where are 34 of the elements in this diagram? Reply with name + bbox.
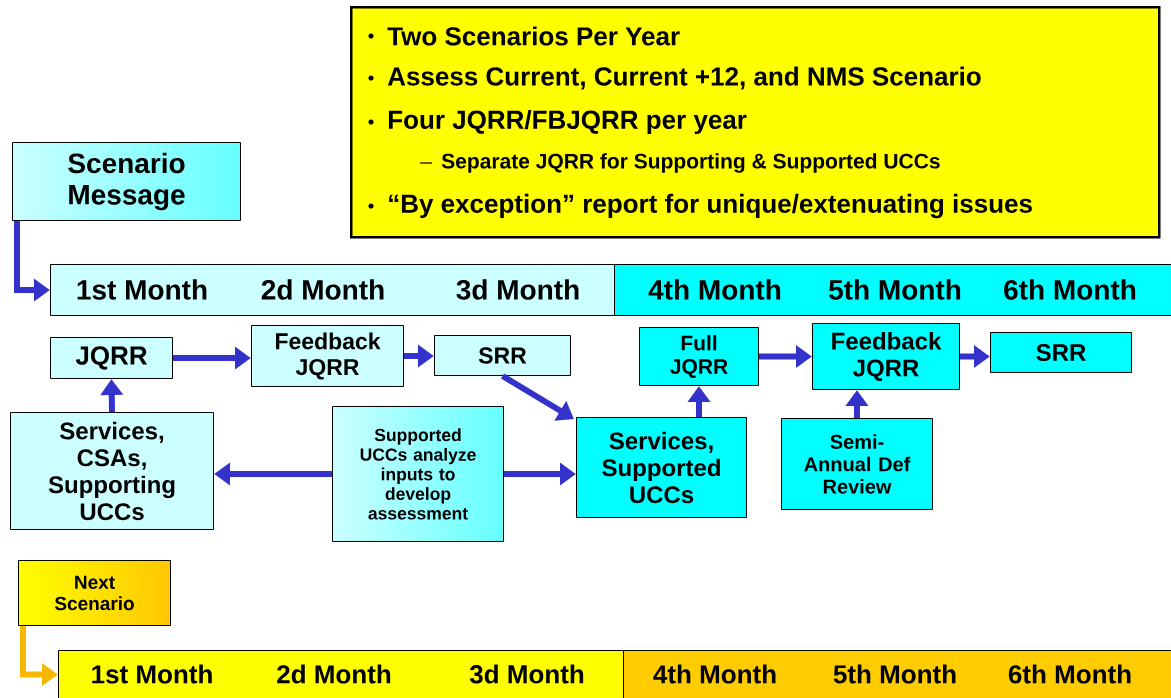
process-box: Supported UCCs analyze inputs to develop assessment [332,406,504,542]
month-band [623,650,1171,698]
process-box: Semi-Annual Def Review [781,418,933,510]
month-band [614,264,1171,316]
month-label: 2d Month [261,279,384,300]
message-box: Next Scenario [18,560,171,626]
month-label: 3d Month [456,279,579,300]
month-label: 6th Month [1004,279,1136,300]
month-label: 3d Month [469,664,584,684]
process-box: JQRR [50,337,173,379]
process-box: Services, Supported UCCs [576,417,747,518]
month-band [58,650,624,698]
list-item: Two Scenarios Per Year [387,26,680,46]
month-label: 5th Month [829,279,961,300]
month-label: 1st Month [77,279,207,300]
list-item: “By exception” report for unique/extenuating issues [389,193,1032,219]
process-box: Full JQRR [639,327,759,386]
list-item: Assess Current, Current +12, and NMS Scenario [387,66,981,90]
month-label: 1st Month [92,664,212,684]
process-box: Services, CSAs, Supporting UCCs [10,412,214,530]
list-item: Separate JQRR for Supporting & Supported UCCs [441,153,940,173]
process-box: SRR [990,332,1132,373]
process-box: SRR [434,335,571,376]
process-box: Feedback JQRR [251,325,404,387]
month-label: 4th Month [653,664,776,684]
message-box: Scenario Message [12,142,241,221]
list-item: Four JQRR/FBJQRR per year [388,109,747,135]
note-box [350,6,1161,239]
month-band [50,264,615,316]
process-box: Feedback JQRR [812,323,960,390]
month-label: 2d Month [277,664,391,684]
month-label: 6th Month [1008,664,1131,684]
month-label: 4th Month [648,279,781,300]
month-label: 5th Month [833,664,956,684]
